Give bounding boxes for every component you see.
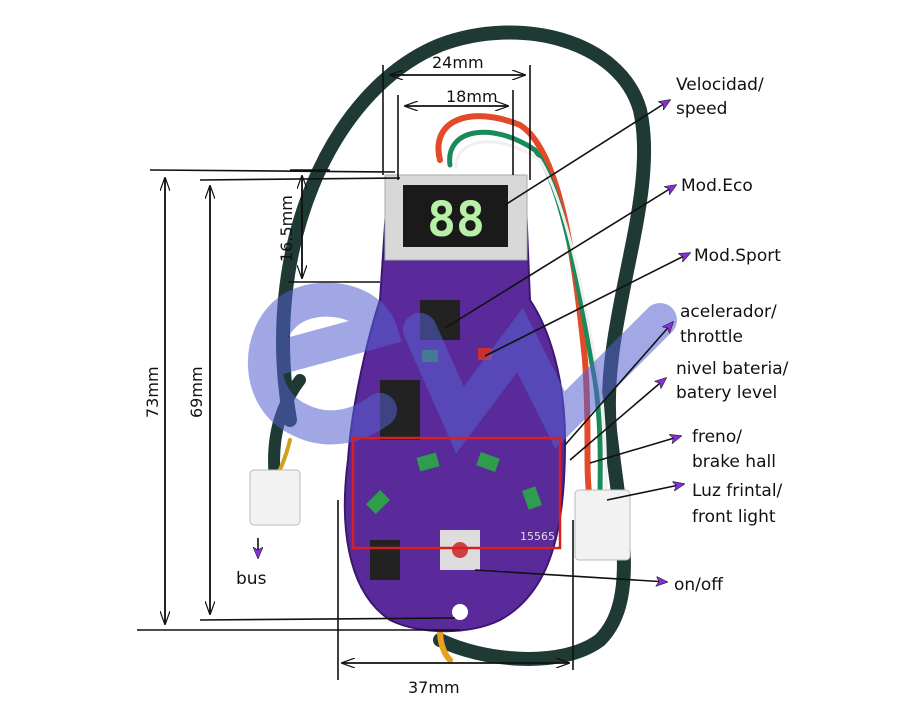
label-mod-eco: Mod.Eco bbox=[681, 176, 753, 196]
label-speed-en: speed bbox=[676, 99, 727, 119]
dim-69mm: 69mm bbox=[187, 366, 206, 418]
highlight-box bbox=[351, 436, 562, 550]
label-mod-sport: Mod.Sport bbox=[694, 246, 781, 266]
dim-18mm: 18mm bbox=[446, 87, 498, 106]
callout-arrows bbox=[258, 100, 690, 582]
bus-connector bbox=[249, 469, 301, 526]
display-digits: 88 bbox=[427, 192, 485, 248]
dim-37mm: 37mm bbox=[408, 678, 460, 697]
watermark-logo bbox=[247, 282, 677, 454]
dim-73mm: 73mm bbox=[143, 366, 162, 418]
dim-16-5mm: 16.5mm bbox=[277, 195, 296, 262]
label-throttle-en: throttle bbox=[680, 327, 743, 347]
power-button[interactable] bbox=[452, 542, 468, 558]
label-front-light-en: front light bbox=[692, 507, 776, 527]
label-bus: bus bbox=[236, 569, 267, 589]
label-throttle-es: acelerador/ bbox=[680, 302, 777, 322]
label-brake-en: brake hall bbox=[692, 452, 776, 472]
dimension-lines bbox=[137, 65, 574, 680]
right-connector bbox=[574, 489, 631, 561]
label-front-light-es: Luz frintal/ bbox=[692, 481, 783, 501]
label-speed-es: Velocidad/ bbox=[676, 75, 764, 95]
label-brake-es: freno/ bbox=[692, 427, 742, 447]
label-battery-en: batery level bbox=[676, 383, 777, 403]
label-on-off: on/off bbox=[674, 575, 724, 595]
label-battery-es: nivel bateria/ bbox=[676, 359, 789, 379]
dim-24mm: 24mm bbox=[432, 53, 484, 72]
cable-harness bbox=[268, 25, 652, 666]
board-marking: 15565 bbox=[520, 530, 555, 543]
